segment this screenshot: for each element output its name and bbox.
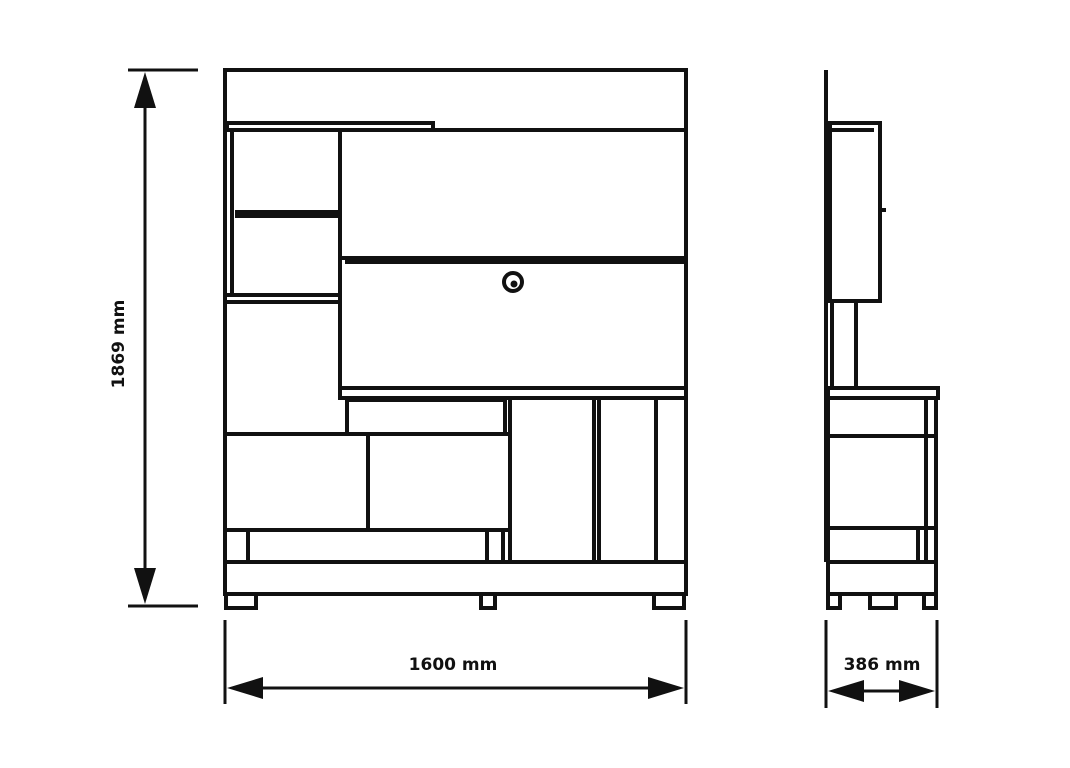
foot-right — [652, 592, 686, 610]
foot-left — [224, 592, 258, 610]
depth-dimension: 386 mm — [824, 620, 939, 708]
upper-drawer — [345, 398, 507, 436]
height-label: 1869 mm — [109, 300, 129, 389]
side-view — [824, 70, 940, 610]
tv-shelf — [338, 386, 688, 400]
height-arrow-bottom — [134, 568, 156, 604]
width-dimension: 1600 mm — [223, 620, 688, 704]
cable-hole-inner — [510, 280, 518, 288]
depth-arrow-left — [828, 680, 864, 702]
side-base — [826, 560, 938, 596]
side-foot-3 — [922, 592, 938, 610]
width-arrow-right — [648, 677, 684, 699]
side-foot-2 — [868, 592, 898, 610]
depth-arrow-right — [899, 680, 935, 702]
front-view — [223, 68, 688, 610]
front-outline — [223, 68, 688, 564]
height-dimension: 1869 mm — [109, 68, 198, 608]
foot-middle — [479, 592, 497, 610]
side-foot-1 — [826, 592, 842, 610]
width-label: 1600 mm — [409, 655, 498, 675]
height-arrow-top — [134, 72, 156, 108]
plinth-right-post — [485, 528, 505, 564]
depth-label: 386 mm — [844, 655, 921, 675]
width-arrow-left — [227, 677, 263, 699]
side-upper-unit — [828, 121, 882, 303]
base-board — [223, 560, 688, 596]
top-left-shelf — [225, 121, 435, 132]
left-niche-shelf-2 — [223, 293, 342, 304]
